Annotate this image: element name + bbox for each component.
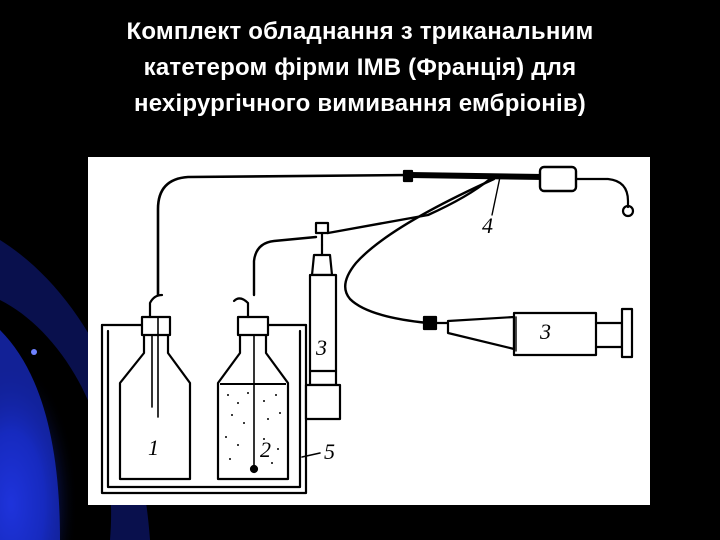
label-bottle-1: 1 bbox=[148, 435, 159, 460]
apparatus-drawing: 1 2 3 3 4 5 bbox=[100, 165, 635, 495]
title-line-2: катетером фірми IMB (Франція) для bbox=[143, 54, 577, 81]
tray-leader bbox=[301, 452, 321, 458]
tube-bottle2 bbox=[252, 235, 318, 297]
tube-to-vertical-syringe bbox=[326, 177, 492, 235]
label-syringe-vertical: 3 bbox=[315, 335, 327, 360]
liquid-fill bbox=[220, 383, 286, 464]
label-catheter: 4 bbox=[482, 213, 493, 238]
sparkle-dot bbox=[31, 349, 37, 355]
apparatus-figure: 1 2 3 3 4 5 bbox=[88, 157, 650, 505]
tube-bottle1 bbox=[156, 173, 412, 297]
label-bottle-2: 2 bbox=[260, 437, 271, 462]
title-line-1: Комплект обладнання з триканальним bbox=[126, 18, 594, 45]
tray bbox=[100, 323, 308, 495]
tube-to-horizontal-syringe bbox=[344, 177, 496, 325]
slide-title: Комплект обладнання з триканальним катет… bbox=[40, 14, 680, 122]
syringe-horizontal bbox=[422, 307, 634, 359]
syringe-vertical bbox=[304, 221, 342, 421]
label-syringe-horizontal: 3 bbox=[539, 319, 551, 344]
catheter bbox=[402, 165, 635, 218]
title-line-3: нехірургічного вимивання ембріонів) bbox=[134, 90, 586, 117]
bottle-1 bbox=[118, 293, 192, 481]
label-tray: 5 bbox=[324, 439, 335, 464]
bottle-2 bbox=[216, 297, 290, 481]
